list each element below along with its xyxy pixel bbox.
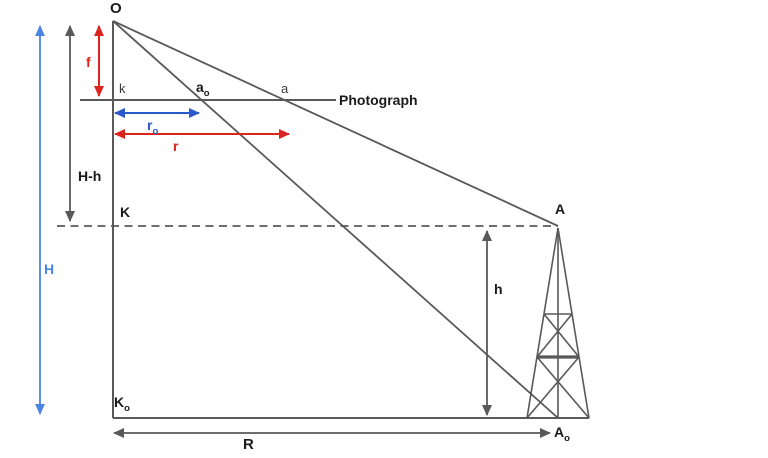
label-a0-sub: o (203, 87, 210, 99)
tower-xbrace-2b (526, 356, 580, 419)
label-K: K (120, 204, 131, 220)
label-f: f (86, 54, 91, 70)
label-a: a (281, 81, 289, 96)
label-h: h (494, 281, 503, 297)
label-r: r (173, 138, 179, 154)
label-H-minus-h: H-h (78, 168, 102, 184)
ray-O-a-A (112, 20, 559, 227)
label-A: A (555, 201, 566, 217)
label-A0-sub: o (564, 432, 570, 444)
label-photograph: Photograph (339, 92, 418, 108)
label-K0-sub: o (124, 402, 130, 414)
label-O: O (110, 0, 122, 17)
ray-O-a0-A0 (112, 20, 559, 419)
label-R: R (243, 436, 254, 453)
label-a0-main: a (196, 79, 204, 95)
label-k: k (119, 81, 126, 96)
label-A0-main: A (554, 424, 565, 440)
tower-xbrace-1b (536, 313, 573, 358)
label-H: H (44, 261, 55, 277)
transmission-tower (526, 227, 590, 419)
tower-xbrace-1a (543, 313, 580, 358)
tower-right-leg (557, 227, 590, 419)
label-K0-main: K (114, 394, 125, 410)
label-a0: ao (196, 80, 210, 98)
label-r0-main: r (147, 117, 153, 133)
label-A0: Ao (554, 425, 570, 443)
tower-xbrace-2a (536, 356, 590, 419)
label-K0: Ko (114, 395, 130, 413)
label-r0: ro (147, 118, 158, 136)
label-r0-sub: o (152, 125, 159, 137)
tower-left-leg (526, 227, 559, 419)
